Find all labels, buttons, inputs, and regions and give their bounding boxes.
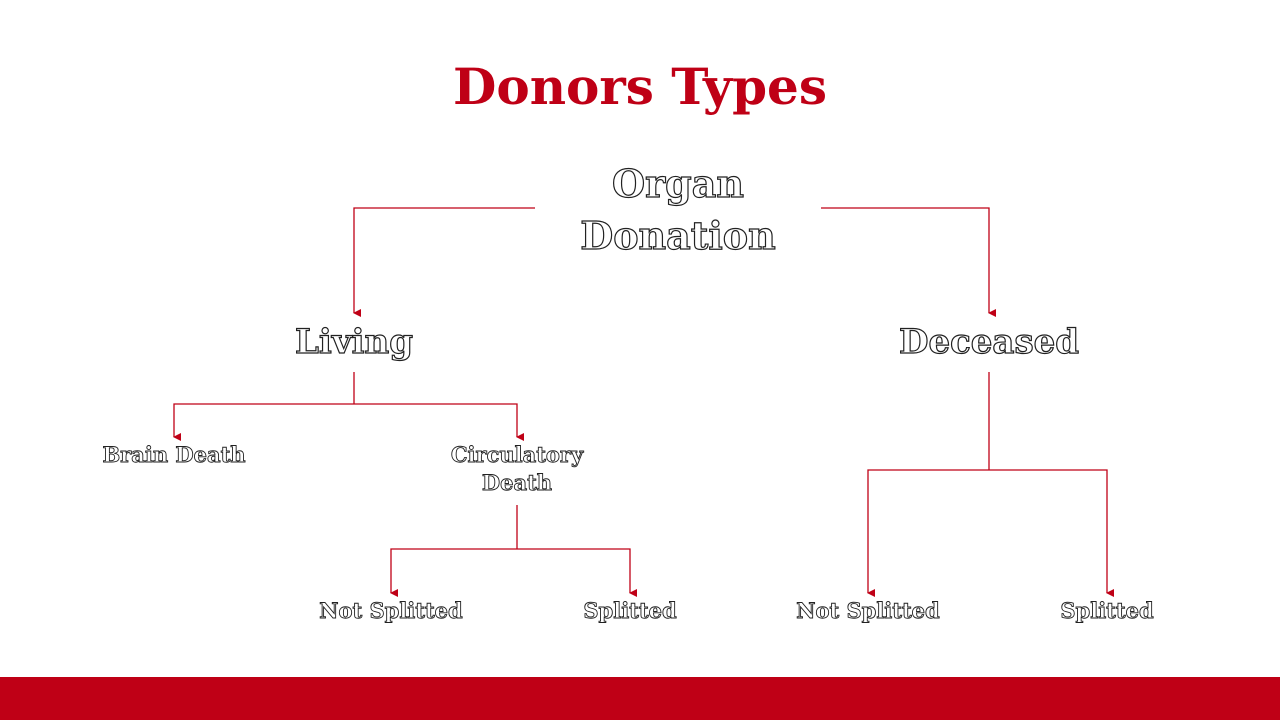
connector-deceased-splitted — [989, 469, 1114, 597]
node-deceased-not-splitted: Not Splitted — [796, 598, 940, 624]
slide-title: Donors Types — [453, 57, 827, 116]
node-living: Living — [294, 321, 413, 362]
connector-root-deceased — [821, 207, 996, 317]
footer-bar — [0, 677, 1280, 720]
node-circulatory-death-line2: Death — [481, 470, 553, 496]
node-organ-donation-line2: Donation — [580, 212, 777, 258]
node-circulatory-splitted: Splitted — [583, 598, 677, 624]
connector-living-circulatory-death — [354, 403, 524, 441]
node-organ-donation-line1: Organ — [611, 160, 744, 206]
node-deceased-splitted: Splitted — [1060, 598, 1154, 624]
node-brain-death: Brain Death — [102, 442, 246, 468]
connector-circulatory-splitted — [517, 548, 637, 597]
node-circulatory-not-splitted: Not Splitted — [319, 598, 463, 624]
connector-deceased-not-splitted — [867, 469, 989, 597]
node-circulatory-death-line1: Circulatory — [450, 442, 584, 468]
node-deceased: Deceased — [898, 321, 1080, 362]
node-circulatory-death: Circulatory Death — [427, 441, 607, 497]
connector-living-brain-death — [173, 403, 354, 441]
node-organ-donation: Organ Donation — [528, 158, 828, 262]
connector-circulatory-not-splitted — [390, 548, 517, 597]
connector-root-living — [353, 207, 535, 317]
